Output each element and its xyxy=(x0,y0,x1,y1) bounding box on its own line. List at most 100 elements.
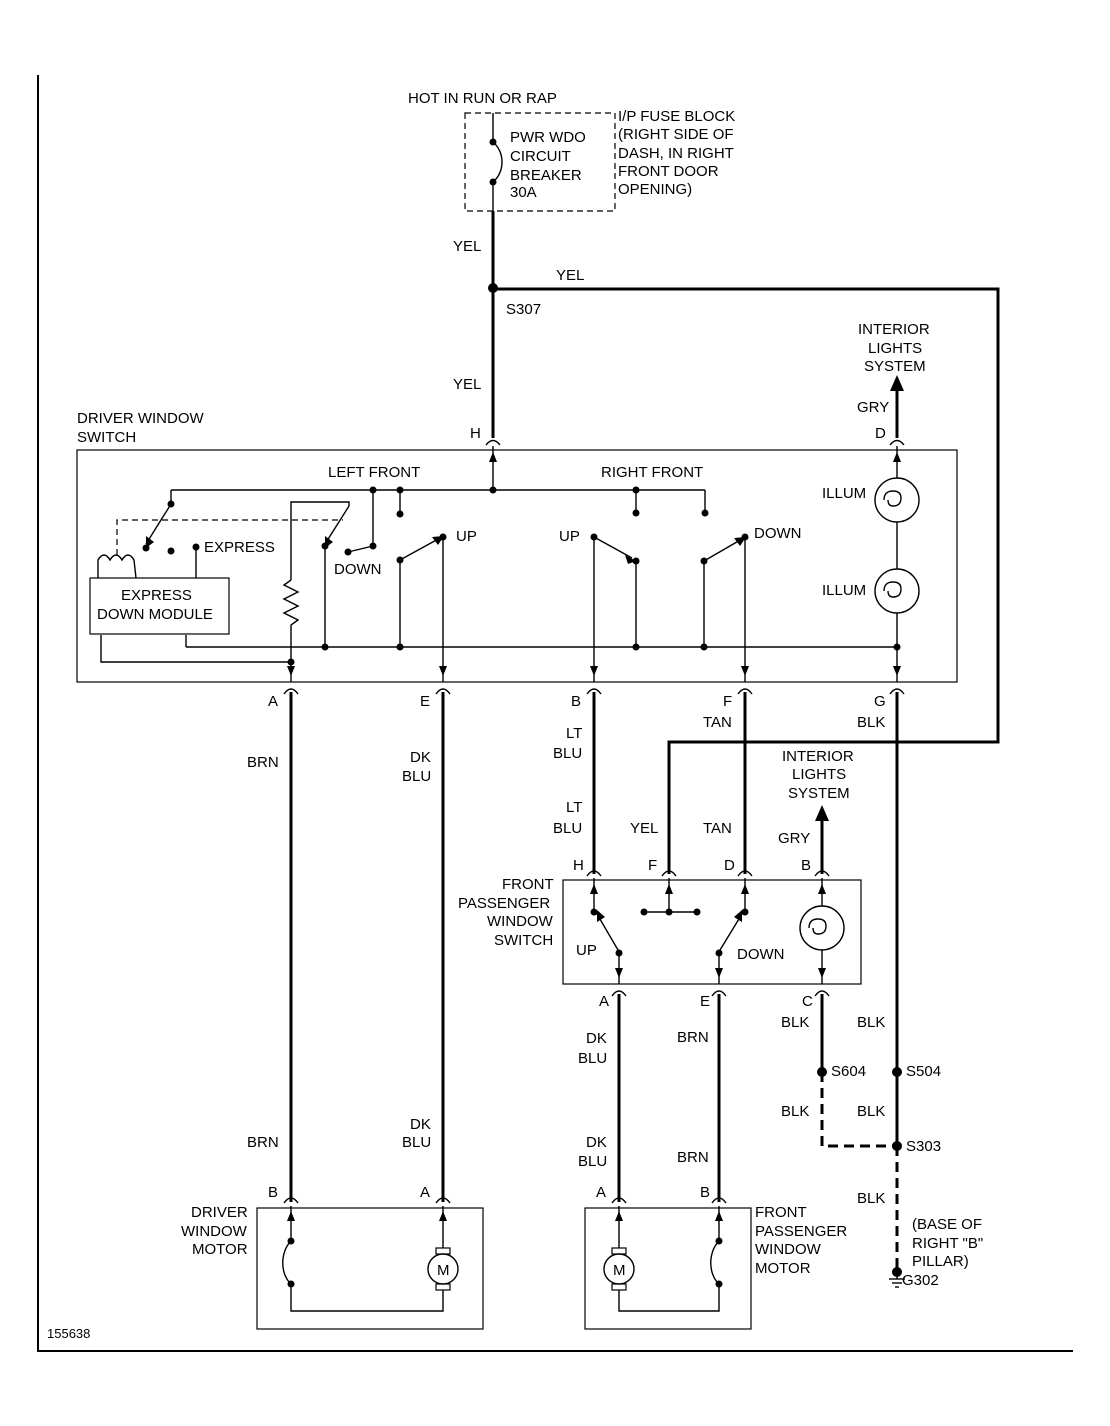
driver-switch-internal-wiring xyxy=(97,446,901,682)
wire-label-brn: BRN xyxy=(247,1134,279,1151)
pin-label-e: E xyxy=(420,693,430,710)
pin-label-h: H xyxy=(573,857,584,874)
diagram-id: 155638 xyxy=(47,1326,90,1341)
passenger-switch-box xyxy=(562,879,862,985)
arrow-up-icon xyxy=(890,375,904,391)
driver-motor-box xyxy=(256,1207,484,1330)
motor-icon xyxy=(427,1253,459,1285)
passenger-motor-box xyxy=(584,1207,752,1330)
motor-label: M xyxy=(437,1262,450,1279)
passenger-switch-internal-wiring xyxy=(590,878,826,984)
wire-label-blk: BLK xyxy=(857,714,885,731)
illum-label-bottom: ILLUM xyxy=(822,582,866,599)
wire-label-yel: YEL xyxy=(556,267,584,284)
driver-switch-title: DRIVER WINDOW SWITCH xyxy=(77,410,208,446)
splice-s504-dot xyxy=(892,1067,902,1077)
express-down-module-label: EXPRESS DOWN MODULE xyxy=(97,587,213,623)
passenger-switch-title: FRONT PASSENGER WINDOW SWITCH xyxy=(458,876,558,949)
circuit-breaker-symbol xyxy=(489,113,503,211)
passenger-motor-internal xyxy=(611,1206,723,1312)
right-front-label: RIGHT FRONT xyxy=(601,464,703,481)
wire-label-dk: DK xyxy=(410,1116,431,1133)
pin-label-f: F xyxy=(648,857,657,874)
passenger-motor-title: FRONT PASSENGER WINDOW MOTOR xyxy=(755,1204,851,1277)
right-front-down-label: DOWN xyxy=(754,525,802,542)
ground-icon xyxy=(889,1272,905,1288)
lamp-filament xyxy=(808,918,827,935)
express-label: EXPRESS xyxy=(204,539,275,556)
splice-s307-label: S307 xyxy=(506,301,541,318)
passenger-up-label: UP xyxy=(576,942,597,959)
pin-label-e: E xyxy=(700,993,710,1010)
wire-label-blk: BLK xyxy=(857,1190,885,1207)
lamp-filament xyxy=(883,490,902,507)
wire-label-blk: BLK xyxy=(857,1103,885,1120)
pin-label-b: B xyxy=(571,693,581,710)
wire-label-blu: BLU xyxy=(402,1134,431,1151)
passenger-down-label: DOWN xyxy=(737,946,785,963)
left-front-down-label: DOWN xyxy=(334,561,382,578)
pin-label-a: A xyxy=(268,693,278,710)
pin-label-b: B xyxy=(801,857,811,874)
driver-switch-bottom-connectors xyxy=(283,688,905,695)
power-source-label: HOT IN RUN OR RAP xyxy=(408,90,557,107)
splice-s504-label: S504 xyxy=(906,1063,941,1080)
lamp-icon xyxy=(874,477,920,523)
wire-label-blk: BLK xyxy=(781,1103,809,1120)
wire-label-brn: BRN xyxy=(247,754,279,771)
lamp-icon xyxy=(799,905,845,951)
interior-lights-label-top: INTERIOR LIGHTS SYSTEM xyxy=(858,321,934,375)
wire-label-blu: BLU xyxy=(578,1050,607,1067)
wire-label-yel: YEL xyxy=(453,238,481,255)
wire-label-brn: BRN xyxy=(677,1149,709,1166)
ground-location-label: (BASE OF RIGHT "B" PILLAR) xyxy=(912,1216,987,1270)
pin-label-g: G xyxy=(874,693,886,710)
wire-label-lt: LT xyxy=(566,799,582,816)
wire-label-dk: DK xyxy=(586,1030,607,1047)
left-front-up-label: UP xyxy=(456,528,477,545)
ground-label: G302 xyxy=(902,1272,939,1289)
pin-label-b: B xyxy=(700,1184,710,1201)
wire-label-blu: BLU xyxy=(402,768,431,785)
wire-label-brn: BRN xyxy=(677,1029,709,1046)
wire-label-tan: TAN xyxy=(703,714,732,731)
pin-label-a: A xyxy=(596,1184,606,1201)
wire-label-gry: GRY xyxy=(857,399,889,416)
pin-label-b: B xyxy=(268,1184,278,1201)
pin-label-h: H xyxy=(470,425,481,442)
pin-label-d: D xyxy=(875,425,886,442)
wire-label-blu: BLU xyxy=(553,820,582,837)
driver-switch-box xyxy=(76,449,958,683)
left-front-label: LEFT FRONT xyxy=(328,464,420,481)
express-down-module xyxy=(89,577,230,635)
illum-label-top: ILLUM xyxy=(822,485,866,502)
wire-label-blu: BLU xyxy=(553,745,582,762)
arrow-up-icon xyxy=(815,805,829,821)
motor-label: M xyxy=(613,1262,626,1279)
wire-blk-dashed xyxy=(820,1072,897,1148)
pin-label-d: D xyxy=(724,857,735,874)
connector-icon xyxy=(283,1197,299,1204)
pin-label-a: A xyxy=(599,993,609,1010)
wire-label-blk: BLK xyxy=(857,1014,885,1031)
connector-icon xyxy=(711,1197,727,1204)
wire-label-yel: YEL xyxy=(453,376,481,393)
connector-d-icon xyxy=(889,439,905,446)
wire-label-blk: BLK xyxy=(781,1014,809,1031)
pin-label-f: F xyxy=(723,693,732,710)
interior-lights-label-passenger: INTERIOR LIGHTS SYSTEM xyxy=(782,748,858,802)
wire-label-tan: TAN xyxy=(703,820,732,837)
splice-s303-label: S303 xyxy=(906,1138,941,1155)
driver-switch-output-arrows xyxy=(287,666,749,676)
wire-yel-to-passenger-switch xyxy=(493,287,1000,874)
right-front-up-label: UP xyxy=(559,528,580,545)
motor-icon xyxy=(603,1253,635,1285)
pin-label-a: A xyxy=(420,1184,430,1201)
driver-motor-internal xyxy=(282,1206,451,1312)
pin-label-c: C xyxy=(802,993,813,1010)
wire-label-lt: LT xyxy=(566,725,582,742)
connector-h-icon xyxy=(485,439,501,446)
passenger-switch-top-connectors xyxy=(586,870,830,877)
lamp-filament xyxy=(883,581,902,598)
